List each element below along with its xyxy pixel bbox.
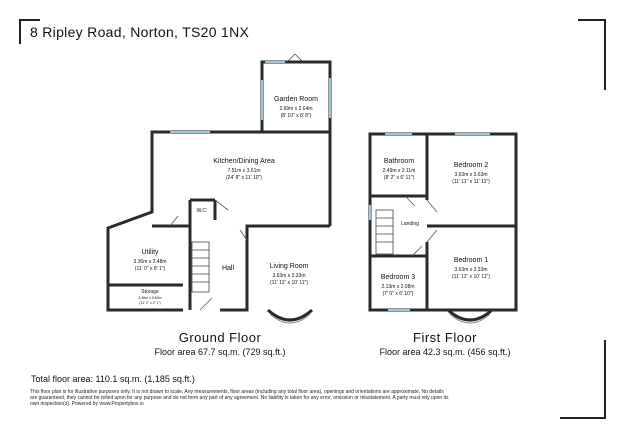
- top-right-bracket: [578, 19, 606, 90]
- ground-floor-walls: [106, 60, 332, 312]
- bathroom-imperial: (8' 2" x 6' 11"): [384, 175, 415, 181]
- first-floor-title: First Floor: [413, 330, 477, 345]
- total-floor-area: Total floor area: 110.1 sq.m. (1,185 sq.…: [31, 374, 195, 384]
- bedroom1-label: Bedroom 1: [454, 257, 488, 264]
- ground-floor-stairs: [191, 241, 210, 293]
- storage-imperial: (11' 0" x 2' 1"): [139, 301, 160, 305]
- bottom-right-bracket: [560, 340, 606, 419]
- ground-floor-title: Ground Floor: [178, 330, 262, 345]
- disclaimer-text: This floor plan is for illustrative purp…: [30, 389, 449, 407]
- first-floor-walls: [368, 132, 518, 312]
- living-room-metric: 3.63m x 3.33m: [272, 273, 305, 279]
- first-floor-doors: [404, 195, 438, 257]
- ground-floor-windows: [170, 61, 331, 133]
- storage-label: Storage: [141, 289, 159, 295]
- bedroom1-imperial: (11' 11" x 10' 11"): [452, 274, 490, 280]
- bedroom2-metric: 3.63m x 3.63m: [454, 172, 487, 178]
- garden-room-metric: 2.69m x 2.64m: [279, 106, 312, 112]
- property-address: 8 Ripley Road, Norton, TS20 1NX: [30, 24, 250, 40]
- first-floor-windows: [369, 133, 490, 311]
- ground-floor-doors: [169, 199, 248, 311]
- utility-imperial: (11' 0" x 8' 1"): [135, 266, 166, 272]
- bathroom-label: Bathroom: [384, 158, 415, 165]
- first-floor-area: Floor area 42.3 sq.m. (456 sq.ft.): [379, 347, 511, 357]
- bedroom3-imperial: (7' 0" x 6' 10"): [383, 291, 414, 297]
- storage-metric: 3.36m x 0.63m: [138, 296, 161, 300]
- bedroom1-bay-window-glass: [449, 313, 491, 324]
- living-bay-window: [266, 308, 314, 322]
- living-bay-window-glass: [269, 313, 311, 324]
- bedroom3-metric: 2.13m x 2.08m: [381, 284, 414, 290]
- living-room-label: Living Room: [270, 263, 309, 270]
- kitchen-metric: 7.51m x 3.61m: [227, 168, 260, 174]
- landing-label: Landing: [401, 221, 419, 227]
- top-left-bracket: [19, 19, 40, 44]
- kitchen-imperial: (24' 8" x 11' 10"): [226, 175, 262, 181]
- bedroom3-label: Bedroom 3: [381, 274, 415, 281]
- hall-label: Hall: [222, 265, 235, 272]
- bathroom-metric: 2.49m x 2.11m: [383, 168, 416, 174]
- garden-room-imperial: (8' 10" x 8' 8"): [281, 113, 312, 119]
- bedroom1-metric: 3.63m x 3.33m: [454, 267, 487, 273]
- garden-room-label: Garden Room: [274, 96, 318, 103]
- wc-label: W.C.: [197, 208, 208, 214]
- garden-doors: [286, 53, 304, 63]
- living-room-imperial: (11' 11" x 10' 11"): [270, 280, 308, 286]
- bedroom2-label: Bedroom 2: [454, 162, 488, 169]
- utility-metric: 3.36m x 2.48m: [133, 259, 166, 265]
- bedroom2-imperial: (11' 11" x 11' 11"): [452, 179, 490, 185]
- bedroom1-bay-window: [446, 308, 494, 322]
- kitchen-label: Kitchen/Dining Area: [213, 158, 275, 165]
- first-floor-stairs: [375, 209, 394, 255]
- utility-label: Utility: [141, 249, 159, 256]
- ground-floor-area: Floor area 67.7 sq.m. (729 sq.ft.): [154, 347, 286, 357]
